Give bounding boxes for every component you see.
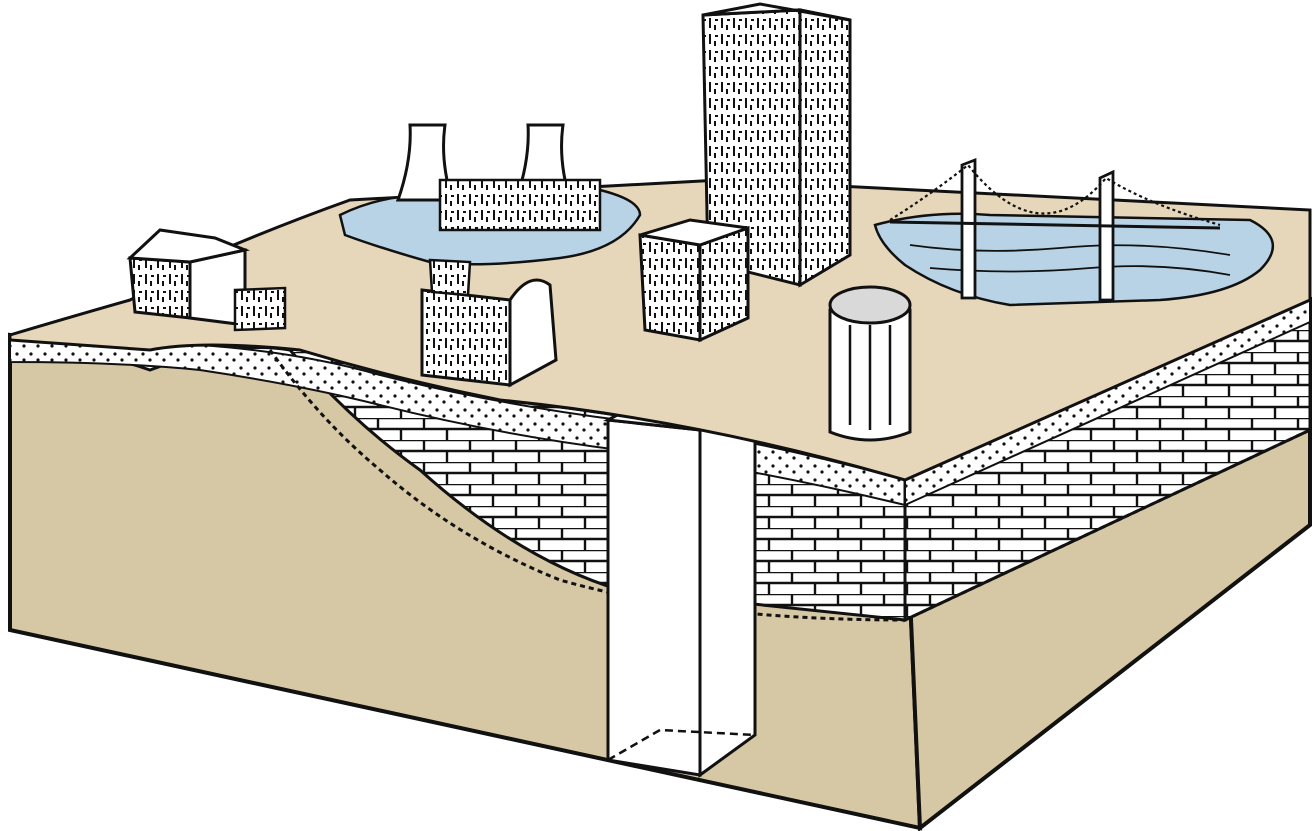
- cylindrical-tank: [828, 285, 912, 442]
- house: [126, 228, 287, 332]
- skyscraper: [701, 2, 852, 288]
- suspension-bridge: [889, 157, 1221, 302]
- church: [420, 258, 558, 388]
- vertical-shaft: [603, 390, 761, 778]
- cooling-towers: [395, 123, 602, 232]
- office-block: [638, 218, 750, 343]
